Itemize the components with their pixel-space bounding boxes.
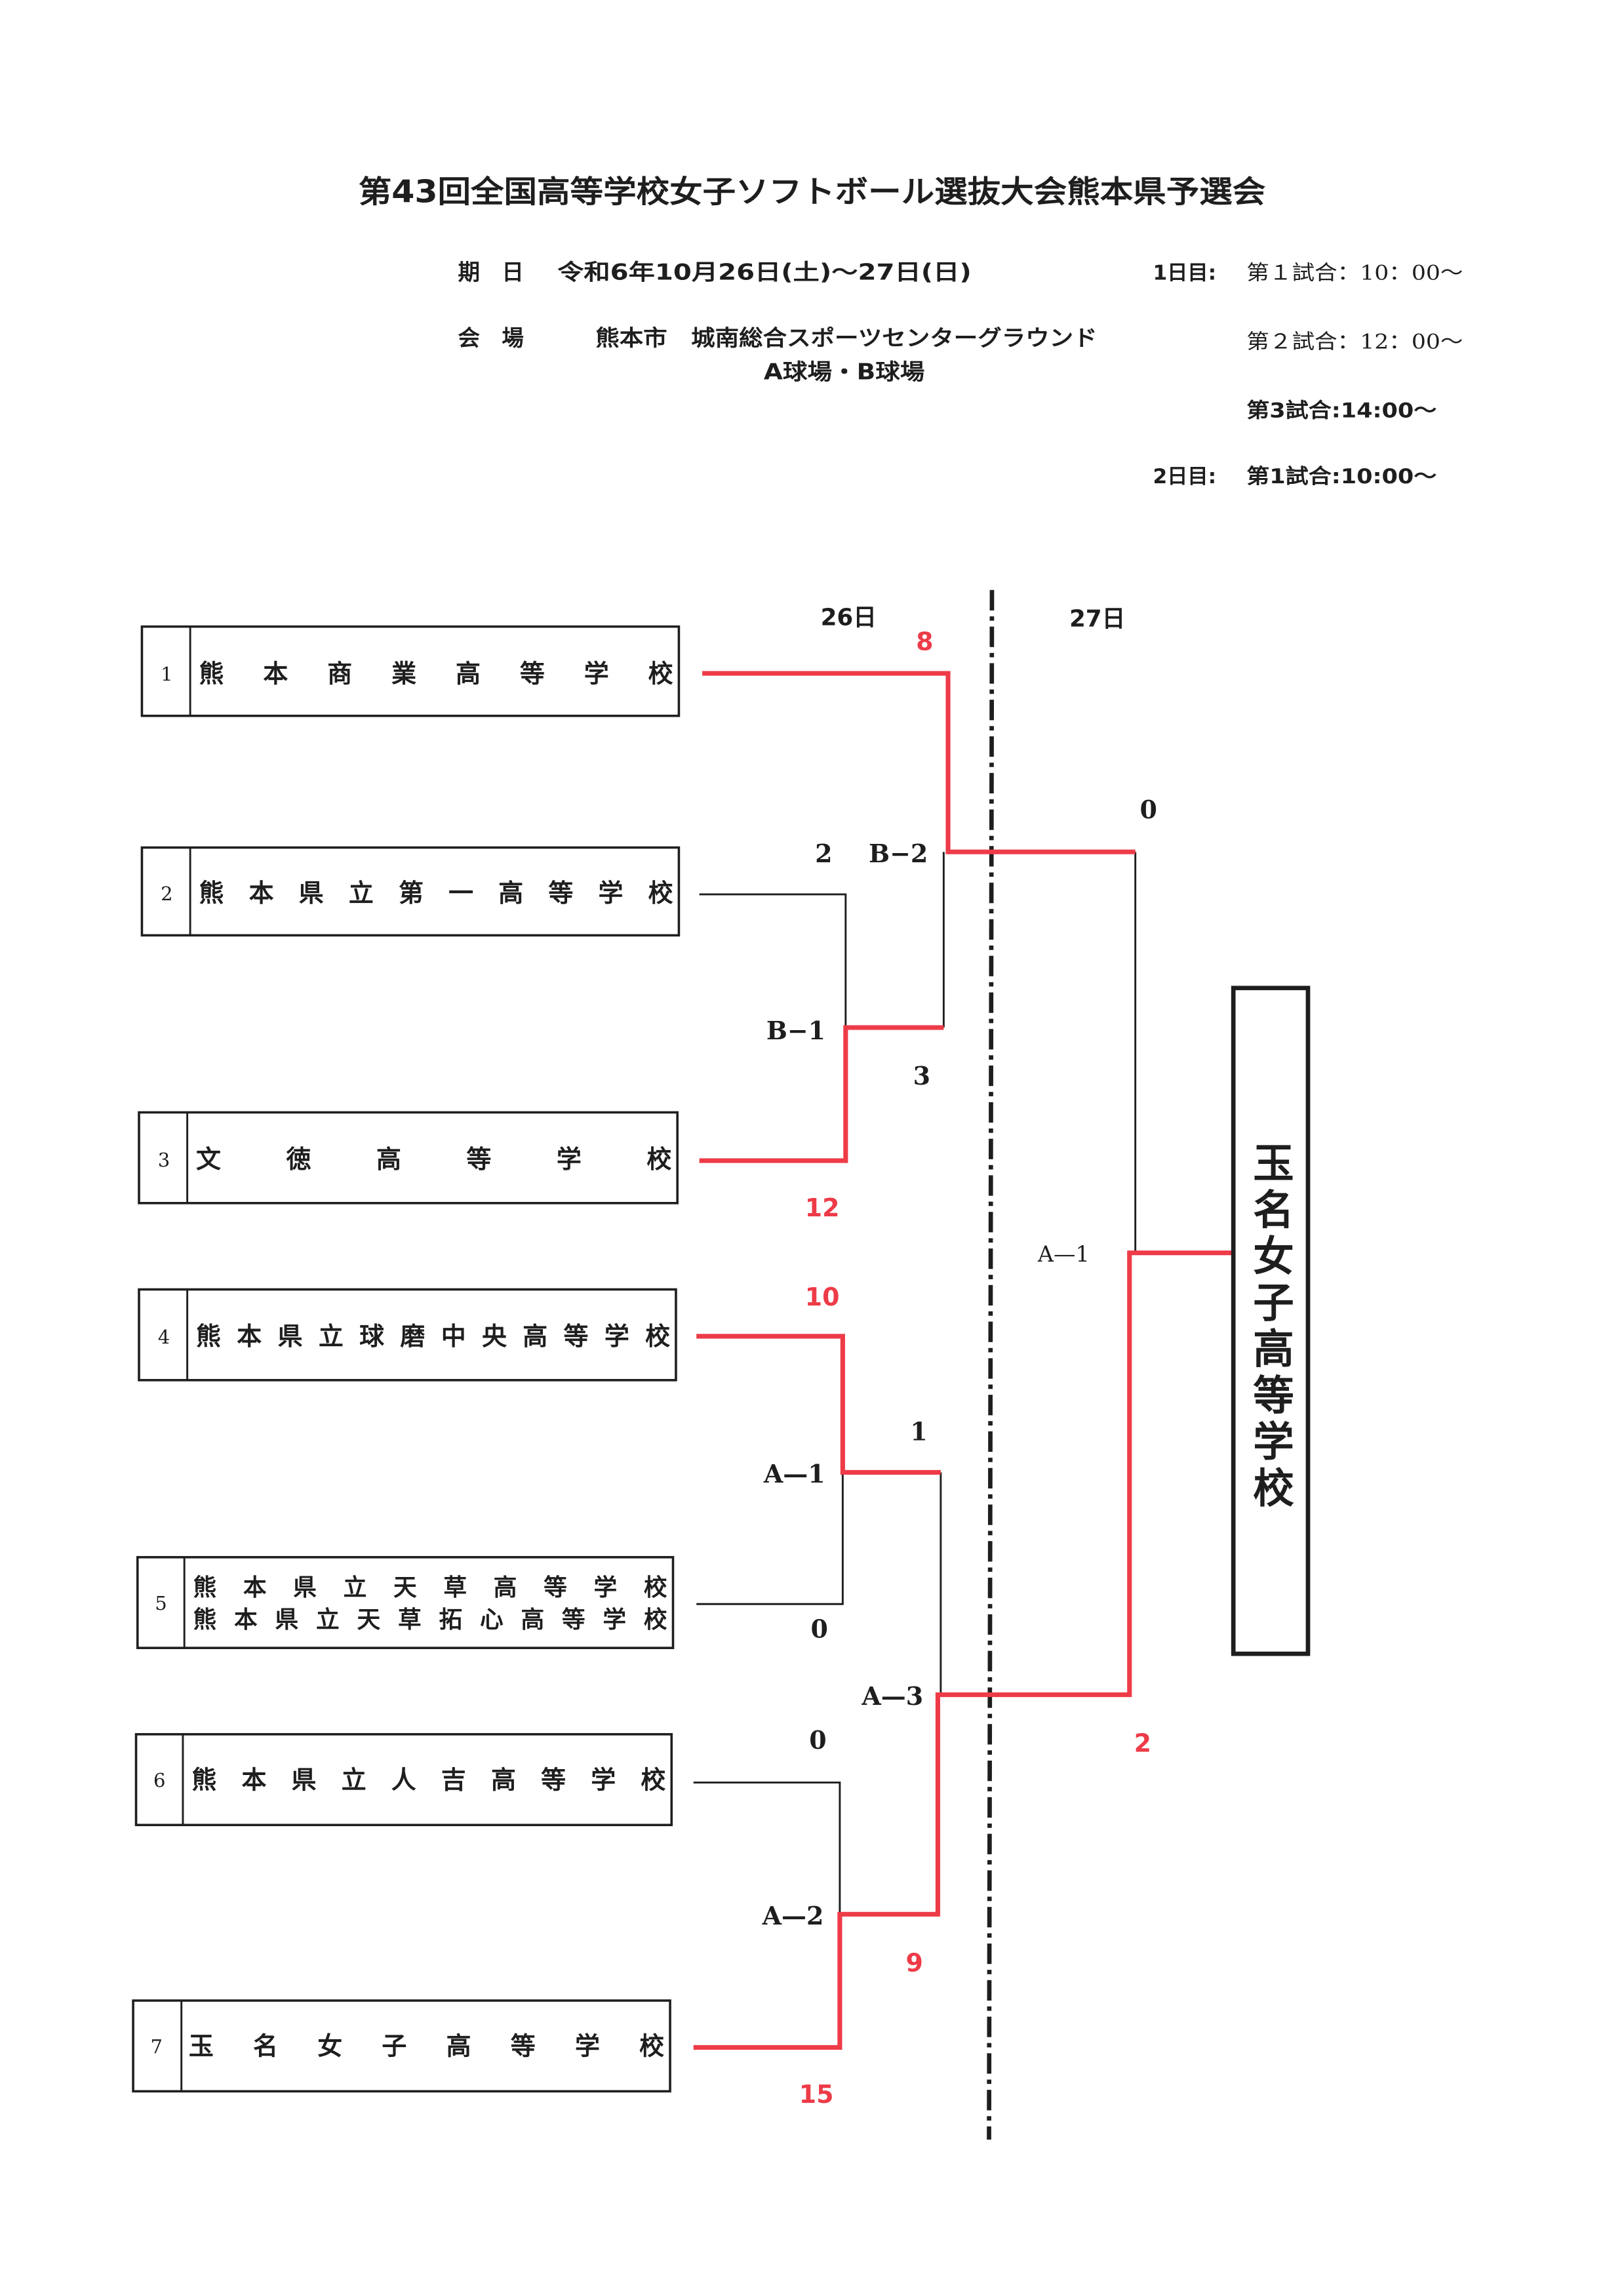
champion-box: 玉名女子高等学校 <box>1231 986 1311 1656</box>
team-seed: 6 <box>153 1769 165 1791</box>
day1-game3-time: 第3試合:14:00〜 <box>1246 399 1436 422</box>
score-a1-bottom: 0 <box>810 1614 827 1644</box>
team-entry-2: 2 熊本県立第一高等学校 <box>140 846 681 937</box>
team-entry-1: 1 熊本商業高等学校 <box>140 625 681 717</box>
day2-game1-time: 第1試合:10:00〜 <box>1246 465 1436 489</box>
score-a2-top: 0 <box>809 1725 826 1755</box>
day1-label: 1日目: <box>1153 262 1216 285</box>
score-a1-top: 10 <box>805 1283 840 1311</box>
venue-fields: A球場・B球場 <box>764 359 924 384</box>
game-label-b1: B−1 <box>766 1016 825 1045</box>
team-seed: 2 <box>161 883 172 905</box>
team-seed: 7 <box>151 2035 163 2058</box>
score-a3-top: 1 <box>910 1416 927 1446</box>
game-label-b2: B−2 <box>869 839 928 868</box>
score-final-bottom: 2 <box>1134 1729 1151 1758</box>
day2-label: 2日目: <box>1153 465 1216 489</box>
page-title: 第43回全国高等学校女子ソフトボール選抜大会熊本県予選会 <box>359 174 1266 210</box>
game-label-a2: A—2 <box>762 1901 824 1930</box>
day1-game1-time: 第１試合：10：00〜 <box>1246 262 1463 285</box>
team-entry-6: 6 熊本県立人吉高等学校 <box>134 1733 673 1826</box>
team-seed: 5 <box>155 1592 167 1614</box>
bracket-lines <box>693 671 1234 2050</box>
team-seed: 1 <box>161 663 172 685</box>
team-seed: 4 <box>158 1326 170 1348</box>
venue-label: 会 場 <box>458 325 523 351</box>
team-seed: 3 <box>158 1149 170 1171</box>
team-entry-4: 4 熊本県立球磨中央高等学校 <box>138 1288 677 1382</box>
score-b1-top: 2 <box>815 839 832 868</box>
team-entry-5: 5 熊本県立天草高等学校 熊本県立天草拓心高等学校 <box>136 1556 675 1649</box>
score-a2-bottom: 15 <box>799 2080 834 2109</box>
day-divider-line <box>987 589 995 2140</box>
team-entry-3: 3 文徳高等学校 <box>138 1111 679 1205</box>
day-header-27: 27日 <box>1069 606 1125 633</box>
game-label-a1: A—1 <box>763 1459 825 1488</box>
game-label-a3: A—3 <box>861 1681 923 1711</box>
game-label-final: A—1 <box>1037 1241 1090 1267</box>
day-header-26: 26日 <box>821 604 877 631</box>
day1-game2-time: 第２試合：12：00〜 <box>1246 330 1463 354</box>
date-value: 令和6年10月26日(土)〜27日(日) <box>557 260 972 285</box>
score-final-top: 0 <box>1140 795 1157 824</box>
score-a3-bottom: 9 <box>906 1948 923 1977</box>
score-b2-bottom: 3 <box>913 1061 930 1090</box>
team-entry-7: 7 玉名女子高等学校 <box>132 1999 671 2093</box>
score-b2-top: 8 <box>916 627 933 656</box>
venue-value: 熊本市 城南総合スポーツセンターグラウンド <box>595 325 1097 351</box>
score-b1-bottom: 12 <box>805 1193 840 1222</box>
date-label: 期 日 <box>458 260 523 285</box>
